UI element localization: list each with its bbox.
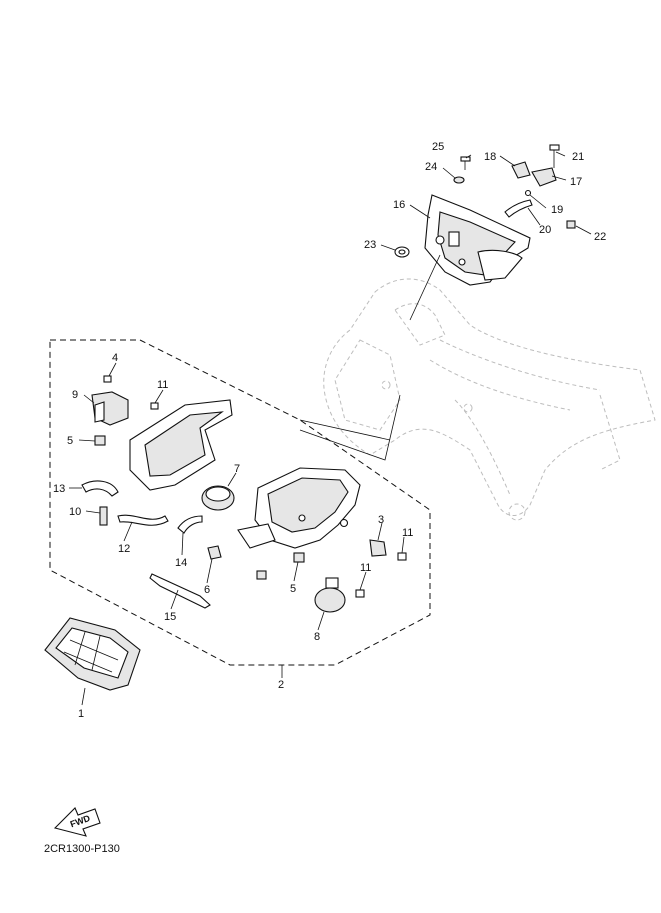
callout-8: 8 [314, 631, 320, 643]
part-6-clip [207, 545, 222, 560]
callout-6: 6 [204, 584, 210, 596]
callout-2: 2 [278, 679, 284, 691]
part-5-nut-b [293, 552, 305, 563]
part-24-washer [453, 176, 465, 184]
part-19-clip [524, 189, 532, 197]
kit-boundary [49, 339, 431, 666]
callout-17: 17 [570, 176, 582, 188]
callout-3: 3 [378, 514, 384, 526]
part-5-nut-a [94, 435, 106, 446]
callout-20: 20 [539, 224, 551, 236]
part-12-hose [117, 514, 169, 526]
leader-lines [69, 151, 592, 706]
part-10-connector [99, 506, 108, 526]
callout-4: 4 [112, 352, 118, 364]
part-duct-upper [129, 399, 233, 491]
callout-23: 23 [364, 239, 376, 251]
callout-18: 18 [484, 151, 496, 163]
part-nut-center [256, 570, 267, 580]
part-4-bolt [103, 375, 112, 383]
diagram-code: 2CR1300-P130 [44, 843, 120, 855]
part-1-cover [44, 617, 141, 691]
callout-5-b: 5 [290, 583, 296, 595]
frame-outline [323, 278, 656, 521]
callout-11-a: 11 [157, 379, 168, 391]
callout-10: 10 [69, 506, 81, 518]
fwd-arrow-icon: FWD [53, 807, 101, 837]
part-23-grommet [394, 246, 410, 258]
callout-24: 24 [425, 161, 437, 173]
part-15-gasket [149, 573, 211, 609]
part-7-cap [201, 485, 235, 511]
boundary-link-housing [409, 254, 441, 321]
callout-16: 16 [393, 199, 405, 211]
part-22-fitting [566, 220, 576, 229]
callout-12: 12 [118, 543, 130, 555]
part-11-bolt-c [355, 589, 365, 598]
part-14-hose [177, 515, 203, 534]
callout-15: 15 [164, 611, 176, 623]
part-11-bolt-a [150, 402, 159, 410]
boundary-link-upper [299, 419, 391, 441]
part-duct-main [237, 467, 361, 549]
callout-19: 19 [551, 204, 563, 216]
callout-5-a: 5 [67, 435, 73, 447]
callout-13: 13 [53, 483, 65, 495]
part-13-hose [81, 480, 119, 497]
part-11-bolt-b [397, 552, 407, 561]
part-17-sensor [531, 167, 557, 187]
callout-22: 22 [594, 231, 606, 243]
part-3-connector [369, 539, 387, 557]
callout-7: 7 [234, 463, 240, 475]
part-9-valve [91, 391, 129, 426]
part-8-solenoid [314, 577, 346, 613]
callout-9: 9 [72, 389, 78, 401]
callout-25: 25 [432, 141, 444, 153]
part-18-bracket [511, 161, 531, 179]
callout-1: 1 [78, 708, 84, 720]
boundary-link-frame [299, 394, 401, 461]
callout-14: 14 [175, 557, 187, 569]
part-20-hose [504, 199, 533, 218]
callout-11-c: 11 [360, 562, 371, 574]
callout-21: 21 [572, 151, 584, 163]
part-25-screw [460, 156, 471, 170]
callout-11-b: 11 [402, 527, 413, 539]
part-21-bolt [549, 144, 560, 168]
part-16-housing [424, 194, 531, 286]
